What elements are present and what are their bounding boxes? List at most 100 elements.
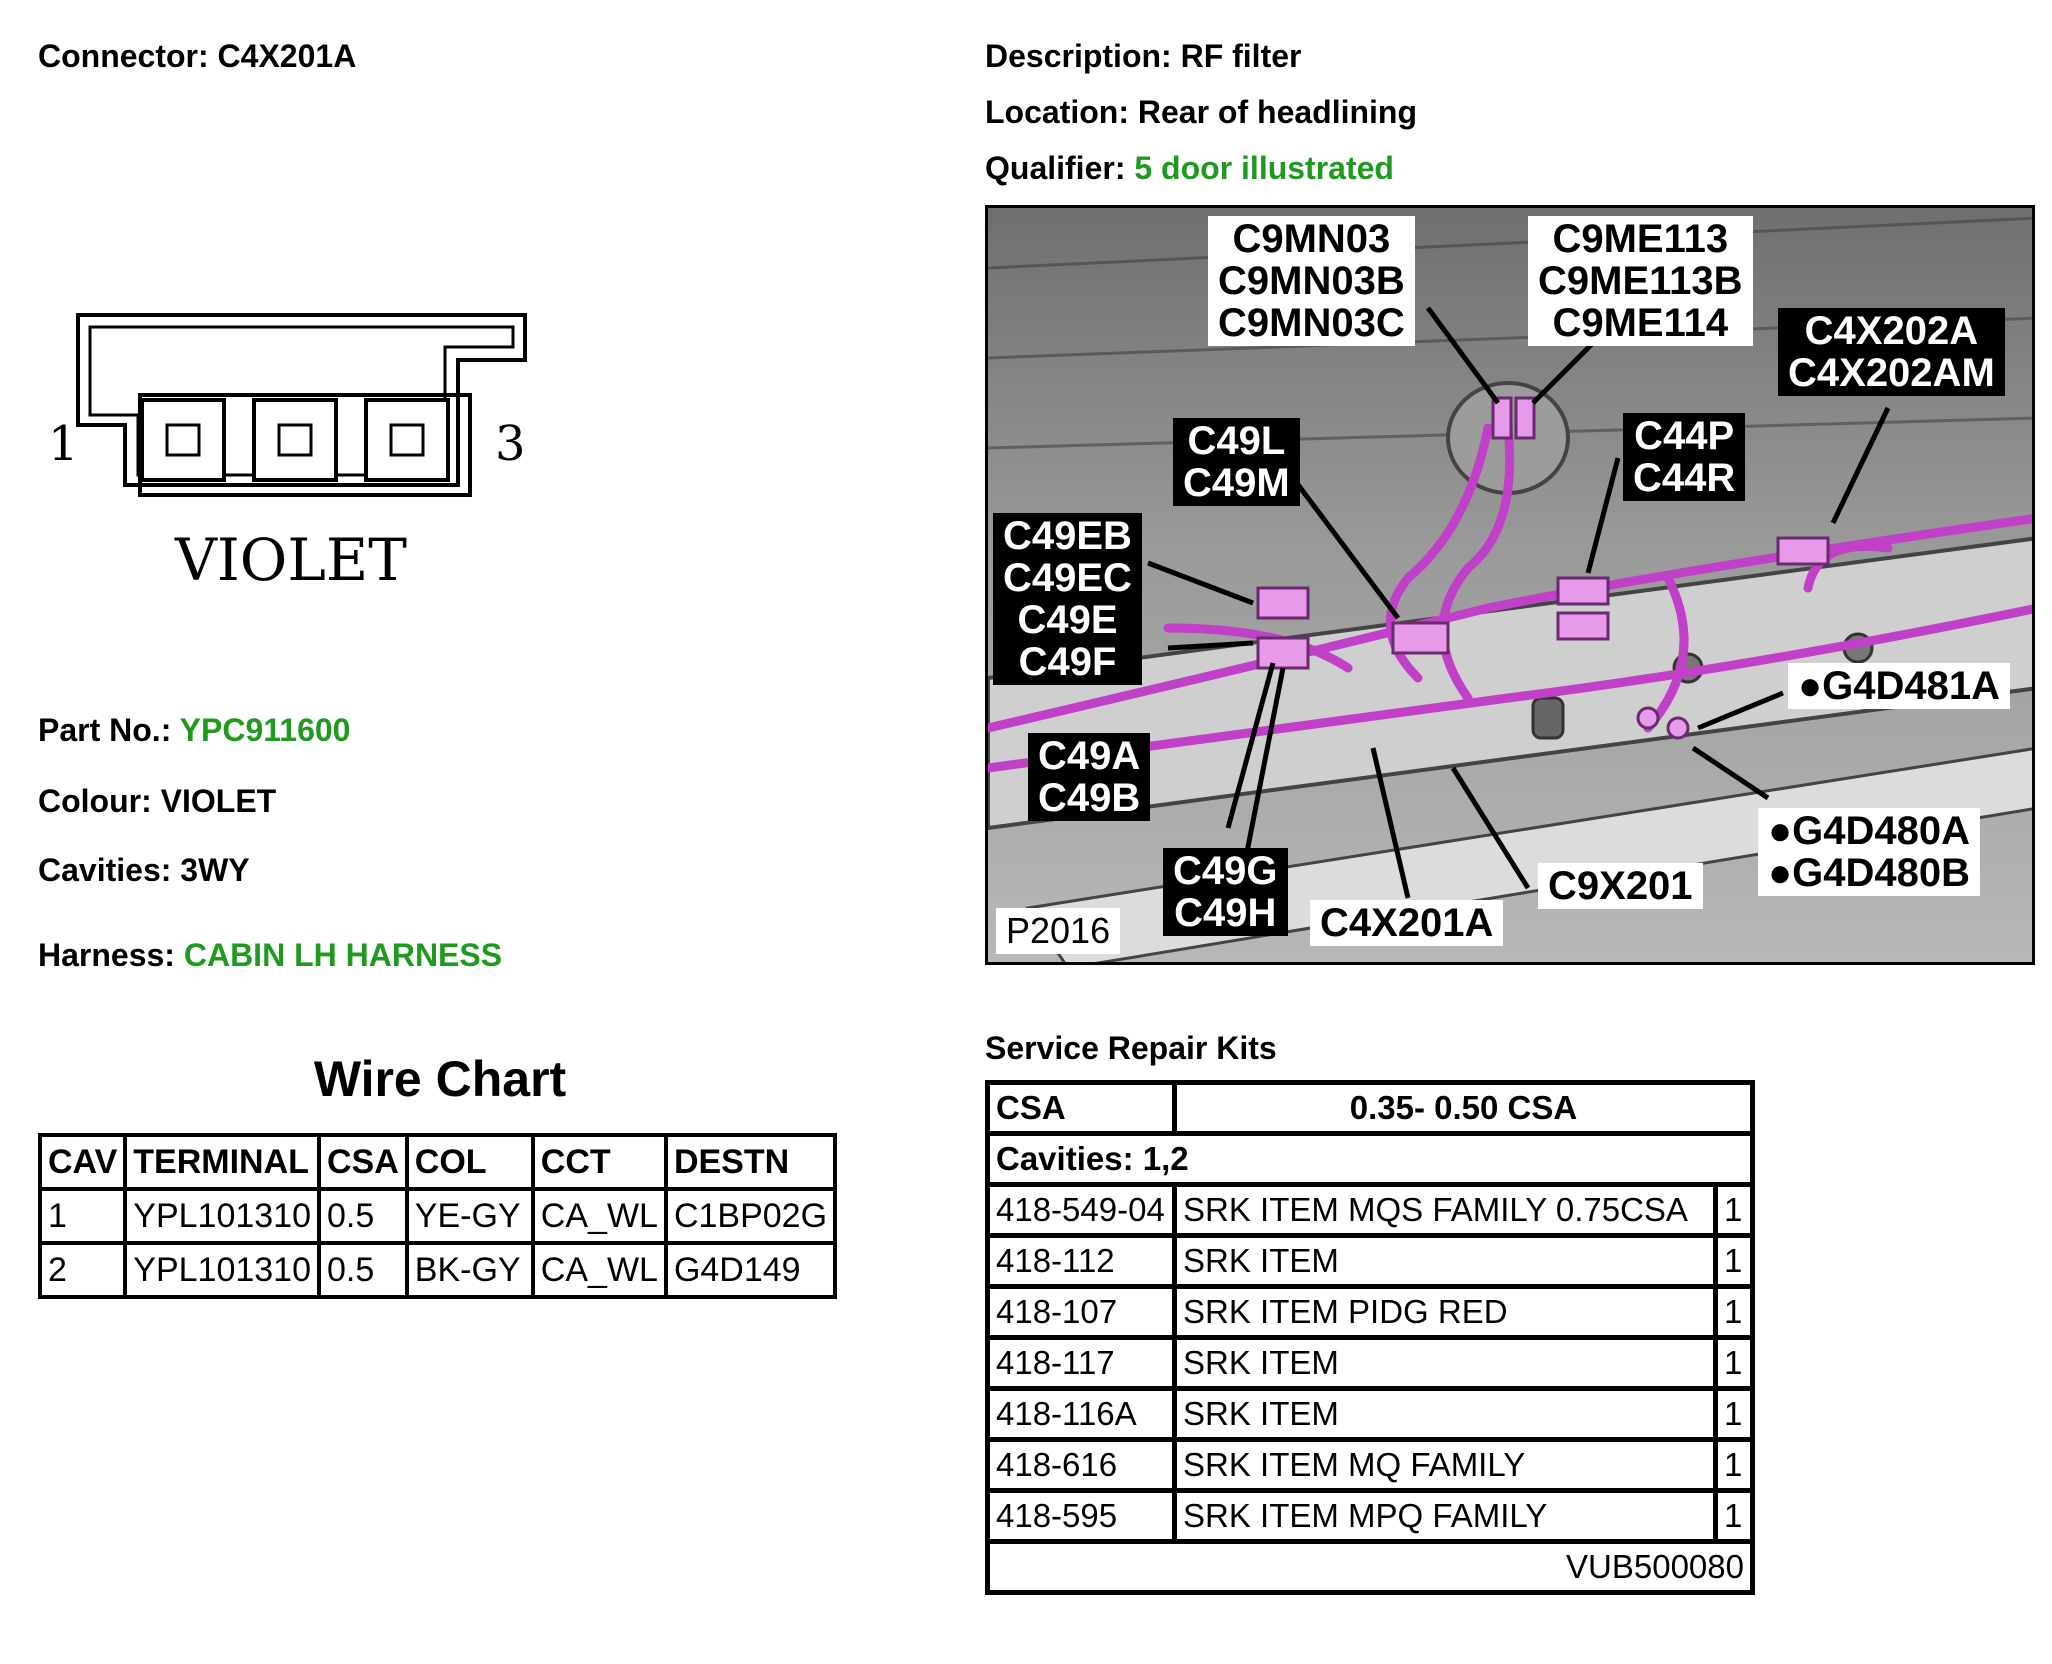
table-row: 418-616 SRK ITEM MQ FAMILY 1 [985,1437,1755,1493]
table-cell: CA_WL [530,1187,668,1245]
table-row: 418-116A SRK ITEM 1 [985,1386,1755,1442]
col-header-csa: CSA [317,1133,409,1191]
srk-table: CSA 0.35- 0.50 CSA Cavities: 1,2 418-549… [985,1080,1755,1595]
srk-description: SRK ITEM MPQ FAMILY [1172,1488,1718,1544]
photo-label-g4d481a: ●G4D481A [1788,663,2011,709]
col-header-cav: CAV [37,1133,128,1191]
srk-qty: 1 [1713,1182,1755,1238]
srk-footer-code: VUB500080 [985,1539,1755,1595]
description-label: Description: [985,38,1172,74]
table-cell: 1 [37,1187,128,1245]
location-value: Rear of headlining [1137,94,1418,130]
photo-label-c9mn03: C9MN03 C9MN03B C9MN03C [1208,216,1415,346]
srk-part-number: 418-116A [985,1386,1177,1442]
connector-label: Connector: [38,38,209,74]
srk-qty: 1 [1713,1437,1755,1493]
table-row: 418-112 SRK ITEM 1 [985,1233,1755,1289]
wire-chart-header-row: CAV TERMINAL CSA COL CCT DESTN [37,1133,838,1191]
srk-title: Service Repair Kits [985,1030,1277,1066]
wire-chart-table: CAV TERMINAL CSA COL CCT DESTN 1 YPL1013… [37,1133,838,1299]
pin-1-label: 1 [48,416,79,472]
col-header-cct: CCT [530,1133,668,1191]
photo-label-c49eb: C49EB C49EC C49E C49F [993,513,1142,685]
srk-part-number: 418-112 [985,1233,1177,1289]
description-line: Description: RF filter [985,38,1301,75]
table-cell: G4D149 [663,1241,838,1299]
table-row: 2 YPL101310 0.5 BK-GY CA_WL G4D149 [37,1241,838,1299]
table-row: 418-117 SRK ITEM 1 [985,1335,1755,1391]
table-row: 1 YPL101310 0.5 YE-GY CA_WL C1BP02G [37,1187,838,1245]
table-cell: BK-GY [404,1241,535,1299]
qualifier-line: Qualifier: 5 door illustrated [985,150,1394,187]
diagram-colour-text: VIOLET [174,526,407,594]
table-cell: YPL101310 [123,1187,321,1245]
pin-3-label: 3 [495,416,526,472]
table-cell: YE-GY [404,1187,535,1245]
photo-label-c4x202a: C4X202A C4X202AM [1778,308,2005,396]
connector-line: Connector: C4X201A [38,38,356,75]
qualifier-label: Qualifier: [985,150,1126,186]
colour-label: Colour: [38,783,152,819]
srk-description: SRK ITEM MQS FAMILY 0.75CSA [1172,1182,1718,1238]
table-cell: 0.5 [317,1241,409,1299]
col-header-destn: DESTN [663,1133,838,1191]
table-row: 418-549-04 SRK ITEM MQS FAMILY 0.75CSA 1 [985,1182,1755,1238]
srk-description: SRK ITEM [1172,1386,1718,1442]
srk-part-number: 418-595 [985,1488,1177,1544]
srk-qty: 1 [1713,1488,1755,1544]
table-cell: C1BP02G [663,1187,838,1245]
srk-description: SRK ITEM PIDG RED [1172,1284,1718,1340]
part-line: Part No.: YPC911600 [38,712,350,749]
cavities-value: 3WY [180,852,250,888]
srk-csa-label: CSA [985,1080,1177,1136]
location-line: Location: Rear of headlining [985,94,1417,131]
srk-cavities-row: Cavities: 1,2 [985,1131,1755,1187]
photo-label-c9x201: C9X201 [1538,863,1703,909]
srk-part-number: 418-107 [985,1284,1177,1340]
photo-label-c4x201a: C4X201A [1310,900,1504,946]
table-cell: YPL101310 [123,1241,321,1299]
srk-description: SRK ITEM MQ FAMILY [1172,1437,1718,1493]
photo-id-label: P2016 [996,908,1121,954]
harness-line: Harness: CABIN LH HARNESS [38,937,502,974]
connector-value: C4X201A [217,38,357,74]
photo-label-c44p: C44P C44R [1623,413,1746,501]
connector-diagram: 1 3 VIOLET [48,313,527,594]
srk-qty: 1 [1713,1284,1755,1340]
srk-qty: 1 [1713,1335,1755,1391]
photo-label-c49g: C49G C49H [1163,848,1288,936]
photo-label-g4d480a: ●G4D480A ●G4D480B [1758,808,1981,896]
wire-chart-title: Wire Chart [313,1051,567,1107]
table-row: 418-107 SRK ITEM PIDG RED 1 [985,1284,1755,1340]
cavities-line: Cavities: 3WY [38,852,250,889]
harness-label: Harness: [38,937,175,973]
harness-value[interactable]: CABIN LH HARNESS [183,937,503,973]
srk-part-number: 418-117 [985,1335,1177,1391]
srk-qty: 1 [1713,1233,1755,1289]
srk-qty: 1 [1713,1386,1755,1442]
srk-footer-row: VUB500080 [985,1539,1755,1595]
colour-line: Colour: VIOLET [38,783,276,820]
srk-part-number: 418-549-04 [985,1182,1177,1238]
srk-csa-row: CSA 0.35- 0.50 CSA [985,1080,1755,1136]
table-cell: 2 [37,1241,128,1299]
description-value: RF filter [1180,38,1302,74]
col-header-terminal: TERMINAL [123,1133,321,1191]
qualifier-value[interactable]: 5 door illustrated [1134,150,1394,186]
srk-part-number: 418-616 [985,1437,1177,1493]
srk-csa-value: 0.35- 0.50 CSA [1172,1080,1755,1136]
location-photo: C9MN03 C9MN03B C9MN03C C9ME113 C9ME113B … [985,205,2035,965]
srk-description: SRK ITEM [1172,1335,1718,1391]
srk-description: SRK ITEM [1172,1233,1718,1289]
part-value[interactable]: YPC911600 [179,712,351,748]
part-label: Part No.: [38,712,172,748]
photo-label-c9me113: C9ME113 C9ME113B C9ME114 [1528,216,1753,346]
photo-label-c49a: C49A C49B [1028,733,1151,821]
table-cell: 0.5 [317,1187,409,1245]
table-cell: CA_WL [530,1241,668,1299]
photo-label-c49l: C49L C49M [1173,418,1300,506]
col-header-col: COL [404,1133,535,1191]
location-label: Location: [985,94,1129,130]
cavities-label: Cavities: [38,852,172,888]
colour-value: VIOLET [160,783,277,819]
